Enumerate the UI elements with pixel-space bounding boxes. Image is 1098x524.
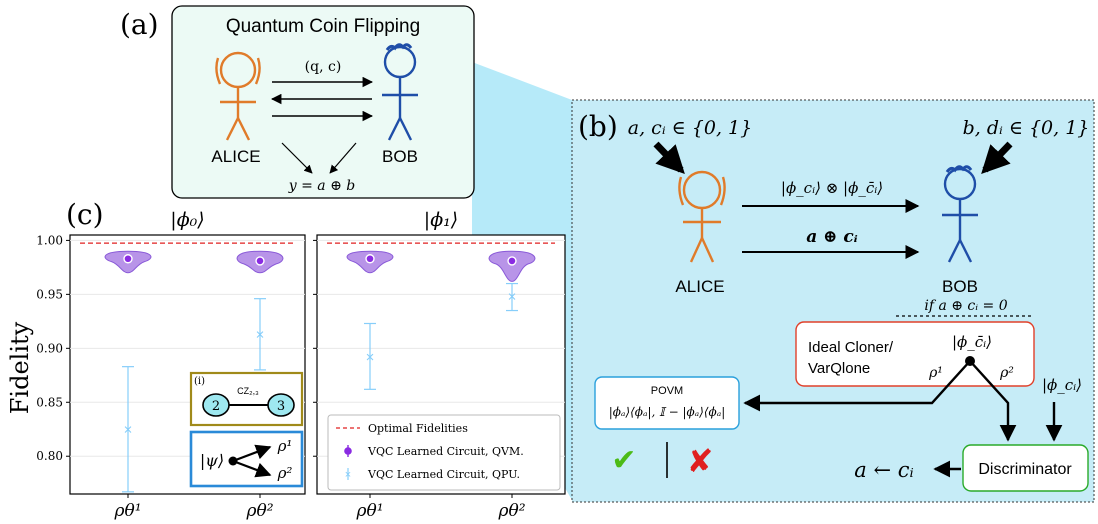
point-qpu: × (366, 349, 375, 366)
inset-gate: CZ₂,₃ (237, 386, 259, 396)
cloner-rho1: ρ¹ (928, 365, 943, 381)
bob-label-a: BOB (382, 147, 418, 166)
inset-cloning-box (189, 430, 304, 488)
side-state: |ϕ_cᵢ⟩ (1042, 376, 1082, 394)
cloner-label-2: VarQlone (808, 360, 870, 377)
panel-b-label: (b) (578, 110, 618, 143)
point-qvm (507, 256, 517, 266)
bob-input: b, dᵢ ∈ {0, 1} (963, 117, 1090, 139)
bob-input-arrow (981, 141, 1013, 175)
panel-a-label: (a) (120, 8, 159, 41)
alice-input-arrow (653, 141, 685, 175)
alice-input: a, cᵢ ∈ {0, 1} (628, 117, 752, 139)
point-qvm (365, 254, 375, 264)
bob-figure-a (382, 43, 418, 141)
povm-body: |ϕₐ⟩⟨ϕₐ|, 𝕀 − |ϕₐ⟩⟨ϕₐ| (609, 405, 726, 419)
message-states: |ϕ_cᵢ⟩ ⊗ |ϕ_c̄ᵢ⟩ (781, 179, 883, 197)
legend-qvm-swatch (344, 447, 352, 455)
y-tick-label: 0.95 (36, 287, 63, 301)
inset-arrow-2 (232, 459, 272, 478)
cross-icon: ✘ (687, 443, 714, 479)
panel-b-frame (571, 99, 1095, 503)
cloner-rho2: ρ² (999, 365, 1014, 381)
plot-title: |ϕ₀⟩ (170, 209, 204, 231)
legend-optimal: Optimal Fidelities (368, 422, 468, 435)
point-qvm (255, 256, 265, 266)
x-tick-label: ρθ² (245, 501, 273, 521)
inset-qubit-2 (202, 393, 230, 417)
inset-q2-label: 2 (212, 399, 220, 414)
legend-qpu: VQC Learned Circuit, QPU. (367, 468, 520, 481)
check-icon: ✔ (611, 444, 636, 477)
legend-qvm: VQC Learned Circuit, QVM. (367, 445, 524, 458)
assign-label: a ← cᵢ (854, 458, 913, 482)
legend-qpu-swatch: × (345, 469, 351, 481)
povm-title: POVM (651, 385, 683, 397)
violin-qvm (488, 250, 536, 282)
x-tick-label: ρθ¹ (355, 501, 383, 521)
inset-psi: |ψ⟩ (200, 451, 224, 470)
message-xor: a ⊕ cᵢ (806, 227, 858, 247)
panel-c-label: (c) (66, 198, 104, 231)
povm-box (594, 376, 740, 430)
arrow-alice-to-result (281, 142, 313, 174)
y-tick-label: 1.00 (36, 233, 63, 247)
point-qpu: × (124, 421, 133, 438)
x-tick-label: ρθ¹ (113, 501, 141, 521)
panel-a-message: (q, c) (305, 59, 342, 75)
plot-title: |ϕ₁⟩ (424, 209, 458, 231)
inset-arrow-1 (232, 444, 272, 463)
bob-figure-b (942, 165, 978, 263)
y-axis-label: Fidelity (6, 321, 34, 414)
inset-circuit: (i) CZ₂,₃ 2 3 (189, 371, 304, 427)
x-tick-label: ρθ² (497, 501, 525, 521)
alice-figure-a (215, 51, 261, 141)
inset-rho1: ρ¹ (277, 437, 293, 455)
point-qvm (123, 254, 133, 264)
panel-a-title: Quantum Coin Flipping (226, 16, 420, 37)
alice-label-a: ALICE (211, 147, 260, 166)
cloner-state: |ϕ_c̄ᵢ⟩ (952, 333, 992, 351)
point-qpu: × (508, 289, 517, 306)
arrow-bob-to-result (329, 142, 357, 174)
bob-label-b: BOB (942, 277, 978, 296)
arrow-to-discriminator (969, 360, 1017, 442)
point-qpu: × (256, 326, 265, 343)
discriminator-box (962, 444, 1089, 492)
alice-label-b: ALICE (675, 277, 724, 296)
legend: Optimal Fidelities VQC Learned Circuit, … (327, 414, 561, 491)
legend-box (327, 414, 561, 491)
alice-figure-b (678, 170, 726, 263)
panel-a-result: y = a ⊕ b (288, 178, 356, 194)
y-tick-label: 0.90 (36, 341, 63, 355)
discriminator-label: Discriminator (978, 461, 1072, 478)
condition-label: if a ⊕ cᵢ = 0 (924, 298, 1007, 314)
y-tick-label: 0.85 (36, 395, 63, 409)
y-tick-label: 0.80 (36, 449, 63, 463)
arrow-to-povm (743, 360, 971, 412)
inset-qubit-3 (267, 393, 295, 417)
cloner-label-1: Ideal Cloner/ (808, 339, 894, 356)
inset-rho2: ρ² (277, 464, 293, 482)
inset-q3-label: 3 (277, 399, 285, 414)
inset-cloning: |ψ⟩ ρ¹ ρ² (189, 430, 304, 488)
panel-a-frame (171, 5, 475, 199)
cloner-box (795, 321, 1035, 387)
inset-label: (i) (194, 376, 205, 387)
